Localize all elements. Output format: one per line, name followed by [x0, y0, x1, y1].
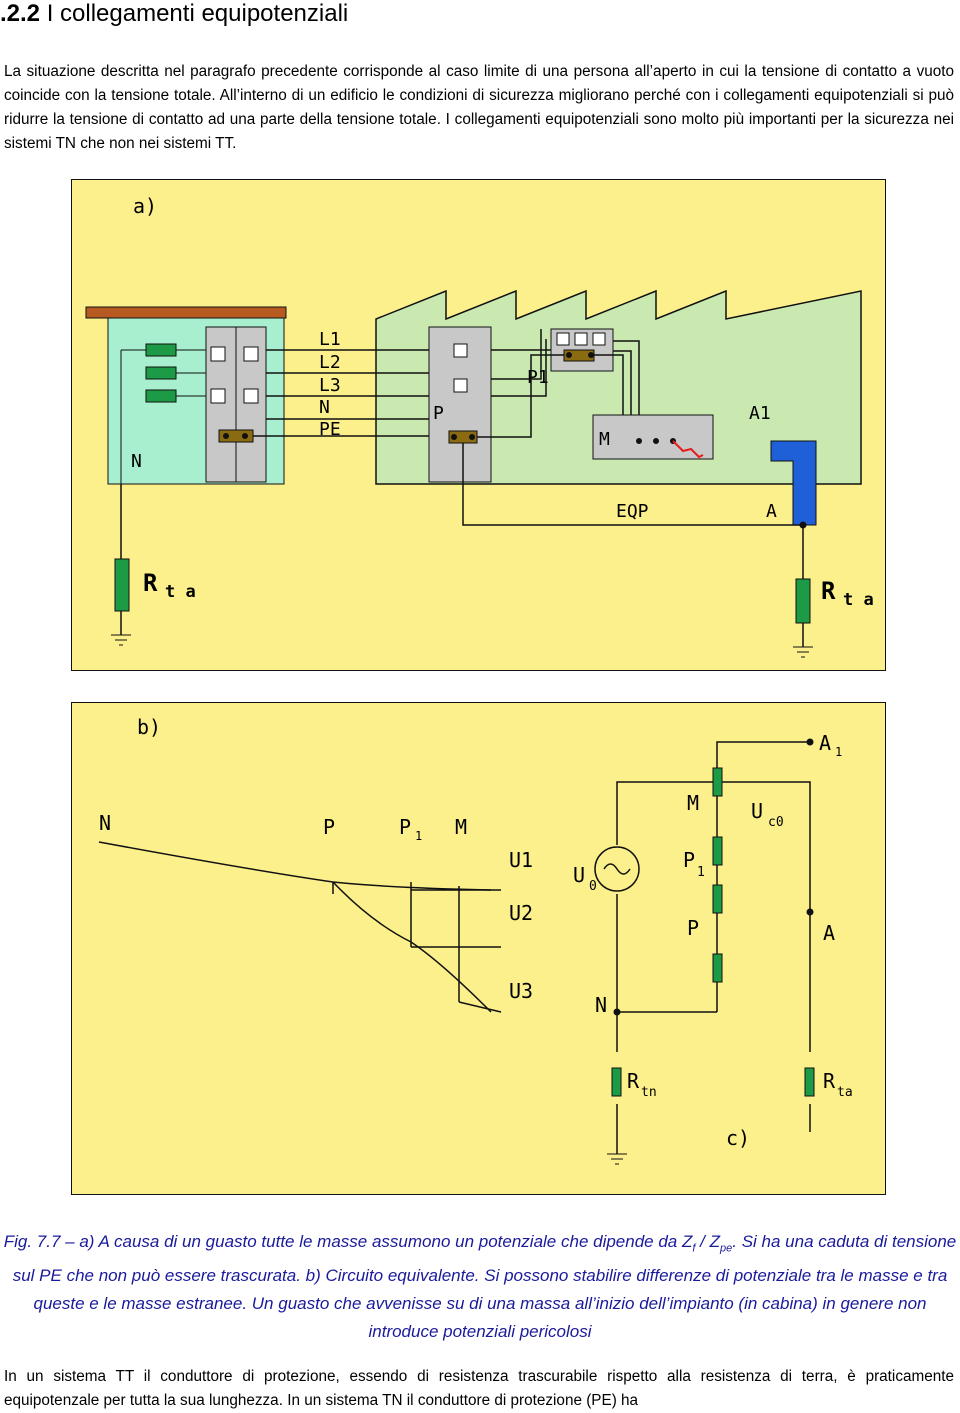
- ac-wave-icon: [603, 863, 631, 875]
- label-c-m: M: [687, 791, 699, 815]
- label-c-rtn-sub: tn: [641, 1085, 657, 1100]
- resistor-m: [712, 767, 723, 797]
- label-rta-right: R: [821, 577, 836, 605]
- label-c-a1-sub: 1: [835, 745, 842, 759]
- caption-part2: . Si ha una caduta di tensione sul PE ch…: [12, 1232, 957, 1342]
- conductor-bundle: [253, 349, 451, 437]
- label-rta-right-sub: t a: [843, 590, 874, 610]
- earth-resistor-left: [114, 558, 130, 612]
- label-b-p1-sub: 1: [415, 829, 422, 843]
- label-c-p: P: [687, 916, 699, 940]
- ground-icon-circuit: [607, 1153, 627, 1165]
- transformer-coil-2: [145, 366, 177, 380]
- equipotential-conductor: [462, 443, 803, 526]
- label-p1: P1: [527, 367, 549, 388]
- branch-wiring: [477, 329, 640, 443]
- label-l3: L3: [319, 375, 341, 396]
- label-c-p1: P: [683, 848, 695, 872]
- section-title: I collegamenti equipotenziali: [46, 0, 349, 27]
- label-b-n: N: [99, 811, 111, 835]
- transformer-coil-3: [145, 389, 177, 403]
- label-c-uc0: U: [751, 799, 763, 823]
- label-u1: U1: [509, 848, 533, 872]
- potential-curve: [98, 841, 502, 1013]
- figure-a-installation-diagram: a) N L1 L2 L3 N PE P P1: [71, 179, 886, 671]
- label-c-n: N: [595, 993, 607, 1017]
- label-eqp: EQP: [616, 501, 649, 522]
- label-rta-left-sub: t a: [165, 582, 196, 602]
- section-heading: .2.2 I collegamenti equipotenziali: [0, 0, 348, 28]
- label-c-u0-sub: 0: [589, 879, 597, 894]
- figure-b-panel-label: b): [137, 715, 161, 739]
- label-c-uc0-sub: c0: [768, 815, 784, 830]
- earth-resistor-right: [795, 578, 811, 624]
- label-n: N: [131, 451, 142, 472]
- section-number: .2.2: [0, 0, 41, 27]
- resistor-p: [712, 884, 723, 914]
- figure-caption: Fig. 7.7 – a) A causa di un guasto tutte…: [0, 1228, 960, 1346]
- caption-mid: / Z: [695, 1232, 720, 1251]
- ground-icon-left: [111, 634, 131, 646]
- closing-paragraph: In un sistema TT il conduttore di protez…: [4, 1368, 954, 1409]
- label-c-panel: c): [726, 1126, 750, 1150]
- caption-part1: Fig. 7.7 – a) A causa di un guasto tutte…: [3, 1232, 693, 1251]
- label-rta-left: R: [143, 569, 158, 597]
- label-c-p1-sub: 1: [697, 865, 705, 880]
- resistor-rta: [804, 1067, 815, 1097]
- label-c-u0: U: [573, 863, 585, 887]
- figure-b-equivalent-diagram: b) N P P 1 M U1 U2 U3: [71, 702, 886, 1195]
- label-c-rta-sub: ta: [837, 1085, 853, 1100]
- label-l1: L1: [319, 329, 341, 350]
- label-c-rtn: R: [627, 1069, 640, 1093]
- fault-spark-icon: [672, 440, 704, 459]
- label-b-m: M: [455, 815, 467, 839]
- label-u2: U2: [509, 901, 533, 925]
- resistor-n: [712, 953, 723, 983]
- label-c-rta: R: [823, 1069, 836, 1093]
- substation-roof: [85, 306, 287, 319]
- label-n-conductor: N: [319, 397, 330, 418]
- label-m: M: [599, 429, 610, 450]
- building-outline: [375, 289, 862, 485]
- label-a: A: [766, 501, 777, 522]
- label-b-p: P: [323, 815, 335, 839]
- figure-a-panel-label: a): [133, 194, 157, 218]
- transformer-coil-1: [145, 343, 177, 357]
- label-u3: U3: [509, 979, 533, 1003]
- figure-b-background: [71, 702, 886, 1195]
- label-pe: PE: [319, 419, 341, 440]
- label-l2: L2: [319, 352, 341, 373]
- caption-sub1: f: [692, 1242, 696, 1255]
- caption-sub2: pe: [720, 1242, 733, 1255]
- label-c-a: A: [823, 921, 835, 945]
- resistor-rtn: [611, 1067, 622, 1097]
- resistor-p1: [712, 836, 723, 866]
- label-b-p1: P: [399, 815, 411, 839]
- transformer-leads: [120, 349, 209, 484]
- label-p: P: [433, 403, 444, 424]
- label-a1: A1: [749, 403, 771, 424]
- label-c-a1: A: [819, 731, 831, 755]
- intro-paragraph: La situazione descritta nel paragrafo pr…: [4, 63, 954, 152]
- ground-icon-right: [793, 646, 813, 658]
